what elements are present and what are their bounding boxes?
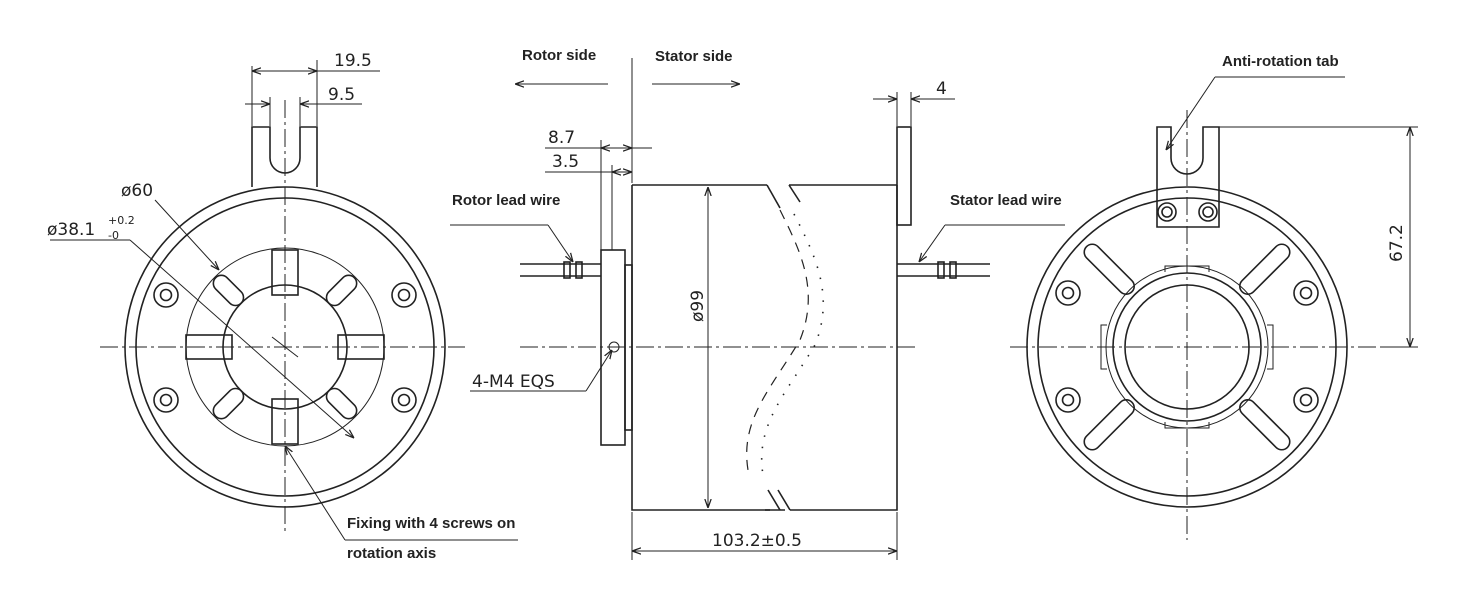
dim-tab-thickness: 4 bbox=[936, 79, 947, 99]
dim-dia-38-tol-plus: +0.2 bbox=[108, 214, 135, 227]
side-view bbox=[450, 58, 1065, 560]
dim-tab-width: 19.5 bbox=[334, 51, 372, 71]
dim-length: 103.2±0.5 bbox=[712, 531, 802, 551]
dim-screws: 4-M4 EQS bbox=[472, 372, 555, 392]
label-fixing-line1: Fixing with 4 screws on bbox=[347, 515, 515, 532]
left-view bbox=[50, 60, 518, 541]
label-rotor-side: Rotor side bbox=[522, 47, 596, 64]
dim-tab-height: 67.2 bbox=[1387, 224, 1407, 262]
dim-flange-3-5: 3.5 bbox=[552, 152, 579, 172]
dim-dia-38-tol-minus: -0 bbox=[108, 229, 119, 242]
dim-tab-slot: 9.5 bbox=[328, 85, 355, 105]
dim-dia-38: ø38.1 bbox=[47, 220, 95, 240]
dim-flange-8-7: 8.7 bbox=[548, 128, 575, 148]
right-view bbox=[1010, 76, 1418, 540]
label-stator-lead-wire: Stator lead wire bbox=[950, 192, 1062, 209]
label-stator-side: Stator side bbox=[655, 48, 733, 65]
label-rotor-lead-wire: Rotor lead wire bbox=[452, 192, 560, 209]
label-fixing-line2: rotation axis bbox=[347, 545, 436, 562]
dim-body-dia: ø99 bbox=[688, 290, 708, 322]
label-anti-rotation-tab: Anti-rotation tab bbox=[1222, 53, 1339, 70]
dim-dia-60: ø60 bbox=[121, 181, 153, 201]
